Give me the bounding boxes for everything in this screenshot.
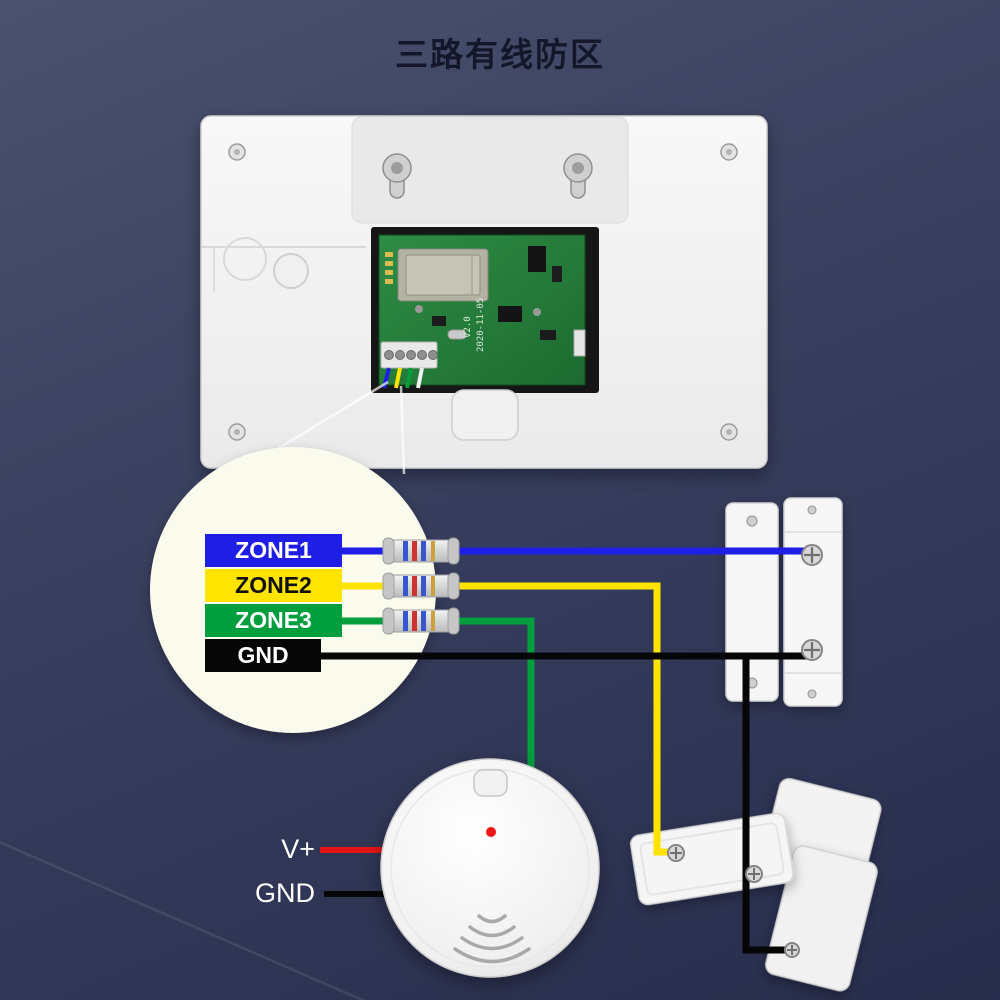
door-sensor-frame-screw <box>784 942 800 958</box>
resistor-zone3 <box>382 607 460 635</box>
zone3-terminal-label: ZONE3 <box>205 604 342 637</box>
keyhole-slot-right <box>563 153 593 199</box>
resistor-zone2 <box>382 572 460 600</box>
smoke-detector <box>380 758 600 978</box>
terminal-screws <box>667 544 823 958</box>
wire-gnd-branch-black <box>742 656 790 954</box>
panel-bottom-tab <box>451 389 519 441</box>
zone1-terminal-label: ZONE1 <box>205 534 342 567</box>
wire-gnd-black <box>318 652 810 660</box>
zone-terminal-block <box>380 341 438 389</box>
smoke-detector-grille <box>453 914 531 964</box>
mounting-recess <box>351 116 629 224</box>
pcb-crystal <box>447 329 467 340</box>
background-seam <box>0 840 366 1000</box>
sim-card-holder <box>397 248 489 302</box>
power-gnd-wire-label: GND <box>255 878 315 908</box>
pcb-connector <box>573 329 586 357</box>
pcb-gold-pads <box>385 252 393 284</box>
door-sensor-top-screw-2 <box>801 639 823 661</box>
pcb-version-text: V2.0 <box>463 316 473 338</box>
smoke-detector-led <box>486 827 496 837</box>
resistor-zone1 <box>382 537 460 565</box>
panel-corner-screws <box>228 143 738 441</box>
door-sensor-bottom-screw-1 <box>667 844 685 862</box>
keyhole-slot-left <box>382 153 412 199</box>
door-sensor-top-screw-1 <box>801 544 823 566</box>
door-sensor-switch-bar <box>783 497 843 707</box>
pcb-date-text: 2020-11-05 <box>476 298 486 352</box>
wire-zone2-yellow <box>341 582 674 856</box>
page-title: 三路有线防区 <box>395 36 605 73</box>
vplus-wire-label: V+ <box>281 834 315 864</box>
zone2-terminal-label: ZONE2 <box>205 569 342 602</box>
alarm-panel-back: V2.0 2020-11-05 <box>200 115 768 469</box>
smoke-detector-test-button <box>473 769 508 797</box>
door-sensor-bottom <box>630 778 882 992</box>
door-sensor-bottom-screw-2 <box>745 865 763 883</box>
gnd-terminal-label: GND <box>205 639 321 672</box>
pcb-window: V2.0 2020-11-05 <box>371 227 599 393</box>
pcb-chips <box>415 246 586 357</box>
panel-molding-details <box>201 237 366 292</box>
door-sensor-magnet-bar <box>725 502 779 702</box>
terminal-wire-stubs <box>382 367 424 389</box>
smoke-detector-body <box>380 758 600 978</box>
